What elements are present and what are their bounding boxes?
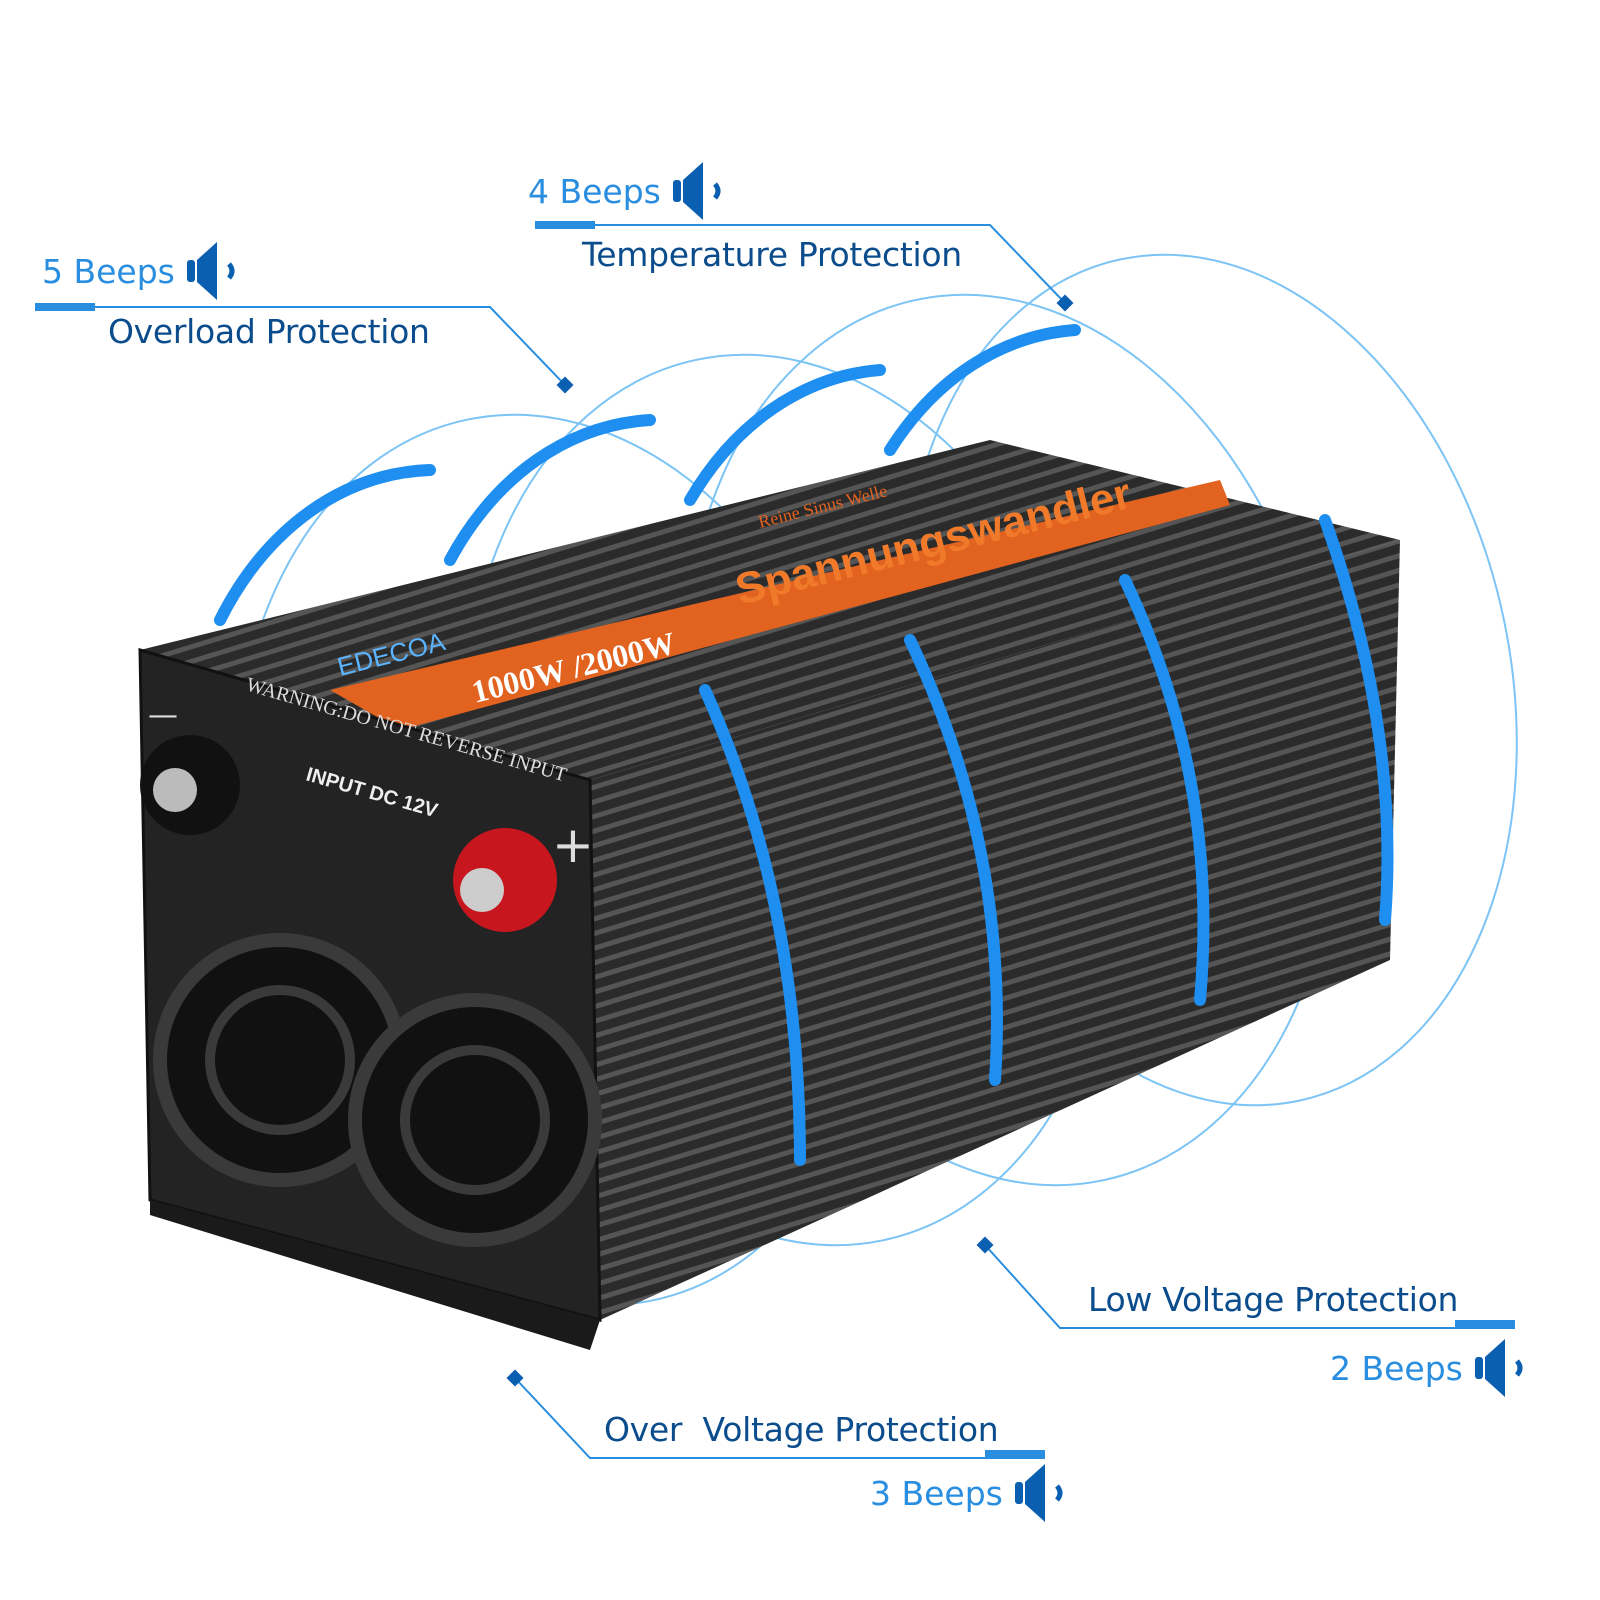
callout-temperature-beeps: 4 Beeps <box>528 160 725 222</box>
speaker-icon <box>1014 1464 1063 1522</box>
speaker-icon <box>672 162 721 220</box>
callout-over-voltage-label: Over Voltage Protection <box>604 1410 999 1449</box>
inverter: EDECOA 1000W /2000W Reine Sinus Welle Sp… <box>138 440 1400 1350</box>
callout-low-voltage-beeps: 2 Beeps <box>1330 1337 1527 1399</box>
speaker-icon <box>186 242 235 300</box>
mounting-foot <box>150 1200 600 1350</box>
speaker-icon <box>1474 1339 1523 1397</box>
callout-lines <box>35 224 1515 1459</box>
negative-sign: — <box>148 698 178 733</box>
callout-overload-label: Overload Protection <box>108 312 430 351</box>
callout-low-voltage-label: Low Voltage Protection <box>1088 1280 1459 1319</box>
callout-endpoints <box>506 294 1074 1387</box>
callout-over-voltage-beeps: 3 Beeps <box>870 1462 1067 1524</box>
sound-waves-front <box>214 324 1394 1166</box>
callout-overload-beeps: 5 Beeps <box>42 240 239 302</box>
callout-accents <box>35 221 1515 1458</box>
callout-temperature-label: Temperature Protection <box>582 235 962 274</box>
positive-sign: + <box>552 816 594 874</box>
fan-right <box>348 993 602 1247</box>
label-strip <box>330 480 1230 730</box>
